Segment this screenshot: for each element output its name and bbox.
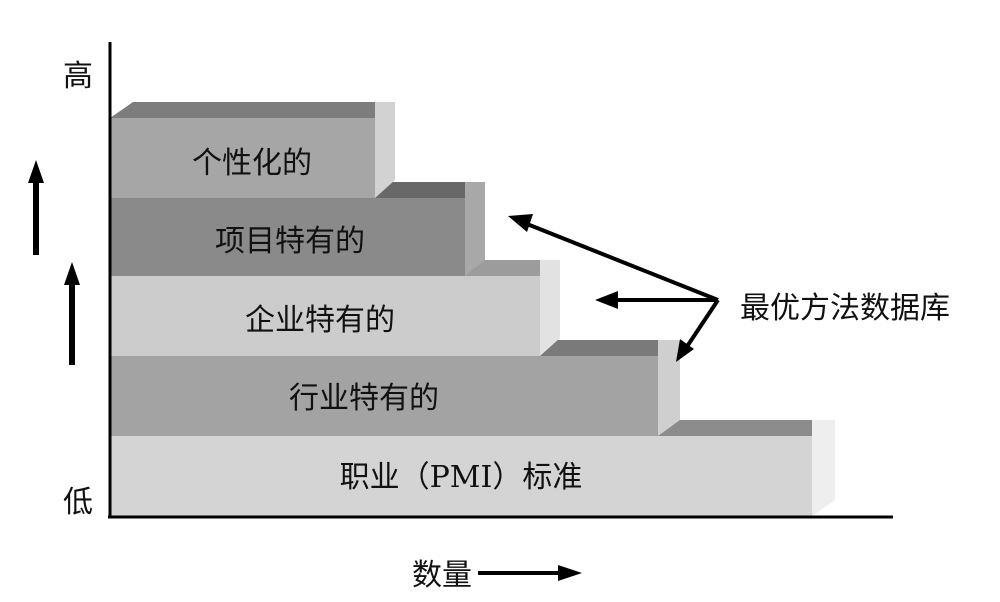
x-axis-title: 数量 <box>412 558 472 593</box>
level3-label: 企业特有的 <box>245 303 395 338</box>
callout-arrowhead-industry <box>676 339 694 362</box>
level1-face <box>110 118 375 198</box>
level1-top <box>110 102 395 118</box>
level1-side <box>375 102 395 198</box>
level2-face <box>110 198 465 276</box>
x-axis-right-arrow <box>478 565 582 581</box>
y-axis-high-label: 高 <box>63 59 93 94</box>
level4-face <box>110 356 658 436</box>
y-axis-low-label: 低 <box>63 485 93 520</box>
level-block-project-specific: 项目特有的 <box>110 182 485 276</box>
level3-face <box>110 276 540 356</box>
level-block-personalized: 个性化的 <box>110 102 395 198</box>
level2-side <box>465 182 485 276</box>
y-axis-up-arrow-lower <box>64 262 80 365</box>
callout-arrow-industry <box>686 298 720 347</box>
level1-label: 个性化的 <box>192 146 312 181</box>
level5-face <box>110 436 812 516</box>
level5-label: 职业（PMI）标准 <box>340 460 583 495</box>
level3-side <box>540 260 560 356</box>
callout-arrows <box>526 222 720 347</box>
callout-arrowhead-project <box>508 214 533 232</box>
callout-arrow-project <box>526 222 719 302</box>
level4-label: 行业特有的 <box>289 381 439 416</box>
callout-label-best-practices-db: 最优方法数据库 <box>740 291 950 326</box>
y-axis-up-arrow-upper <box>28 160 44 255</box>
callout-arrowhead-enterprise <box>595 291 618 309</box>
level4-side <box>658 340 680 436</box>
level5-side <box>812 420 835 516</box>
level2-label: 项目特有的 <box>215 224 365 259</box>
